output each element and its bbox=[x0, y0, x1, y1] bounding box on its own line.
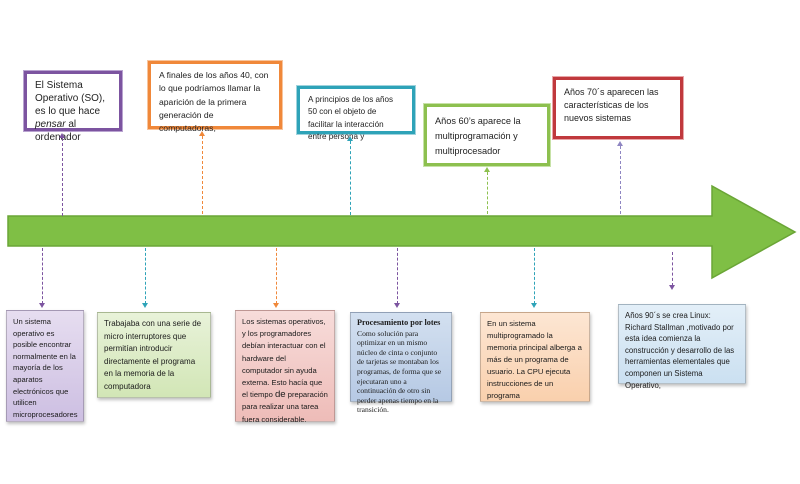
connector-bottom-4 bbox=[397, 248, 398, 304]
bottom-card-5: En un sistema multiprogramado la memoria… bbox=[480, 312, 590, 402]
connector-bottom-4-tip bbox=[394, 303, 400, 308]
top-box-text-2: A finales de los años 40, con lo que pod… bbox=[159, 70, 269, 134]
bottom-card-3-text-big: de bbox=[274, 389, 286, 401]
connector-top-1-tip bbox=[59, 133, 65, 138]
top-box-anos-50: A principios de los años 50 con el objet… bbox=[297, 86, 415, 141]
connector-bottom-3-tip bbox=[273, 303, 279, 308]
connector-bottom-6 bbox=[672, 252, 673, 286]
top-box-text-1b: al ordenador bbox=[35, 119, 81, 143]
top-box-text-3: A principios de los años 50 con el objet… bbox=[308, 95, 394, 141]
bottom-card-2-text: Trabajaba con una serie de micro interru… bbox=[104, 319, 202, 391]
connector-top-2 bbox=[202, 136, 203, 214]
connector-bottom-5-tip bbox=[531, 303, 537, 308]
bottom-card-3-text-b: preparación para realizar una tarea fuer… bbox=[242, 390, 328, 424]
top-box-text-1em: pensar bbox=[35, 119, 66, 130]
bottom-card-2: Trabajaba con una serie de micro interru… bbox=[97, 312, 211, 398]
connector-top-5-tip bbox=[617, 141, 623, 146]
bottom-card-5-text: En un sistema multiprogramado la memoria… bbox=[487, 319, 582, 400]
connector-top-4-tip bbox=[484, 167, 490, 172]
connector-top-2-tip bbox=[199, 131, 205, 136]
top-box-anos-70: Años 70´s aparecen las características d… bbox=[553, 77, 683, 139]
connector-bottom-3 bbox=[276, 248, 277, 304]
connector-top-3-tip bbox=[347, 136, 353, 141]
bottom-card-1-text: Un sistema operativo es posible encontra… bbox=[13, 317, 78, 419]
top-box-text-5: Años 70´s aparecen las características d… bbox=[564, 87, 659, 123]
connector-top-5 bbox=[620, 146, 621, 214]
bottom-card-4-title: Procesamiento por lotes bbox=[357, 318, 441, 327]
connector-bottom-2-tip bbox=[142, 303, 148, 308]
connector-bottom-1-tip bbox=[39, 303, 45, 308]
connector-bottom-5 bbox=[534, 248, 535, 304]
bottom-card-3: Los sistemas operativos, y los programad… bbox=[235, 310, 335, 424]
connector-top-4 bbox=[487, 172, 488, 214]
bottom-card-4-text: Como solución para optimizar en un mismo… bbox=[357, 328, 442, 415]
top-box-anos-60: Años 60’s aparece la multiprogramación y… bbox=[424, 104, 550, 166]
top-box-anos-40: A finales de los años 40, con lo que pod… bbox=[148, 61, 282, 133]
top-box-text-4: Años 60’s aparece la multiprogramación y… bbox=[435, 116, 521, 156]
bottom-card-6: Años 90´s se crea Linux: Richard Stallma… bbox=[618, 304, 746, 390]
bottom-card-3-text-a: Los sistemas operativos, y los programad… bbox=[242, 317, 326, 400]
connector-bottom-2 bbox=[145, 248, 146, 304]
top-box-sistema-operativo: El Sistema Operativo (SO), es lo que hac… bbox=[24, 71, 122, 143]
bottom-card-6-text: Años 90´s se crea Linux: Richard Stallma… bbox=[625, 311, 735, 390]
bottom-card-1: Un sistema operativo es posible encontra… bbox=[6, 310, 84, 422]
bottom-card-4: Procesamiento por lotes Como solución pa… bbox=[350, 312, 452, 414]
timeline-arrow-shape bbox=[7, 184, 797, 280]
connector-top-1 bbox=[62, 138, 63, 216]
connector-top-3 bbox=[350, 141, 351, 215]
connector-bottom-6-tip bbox=[669, 285, 675, 290]
connector-bottom-1 bbox=[42, 248, 43, 304]
top-box-text-1a: El Sistema Operativo (SO), es lo que hac… bbox=[35, 80, 106, 117]
